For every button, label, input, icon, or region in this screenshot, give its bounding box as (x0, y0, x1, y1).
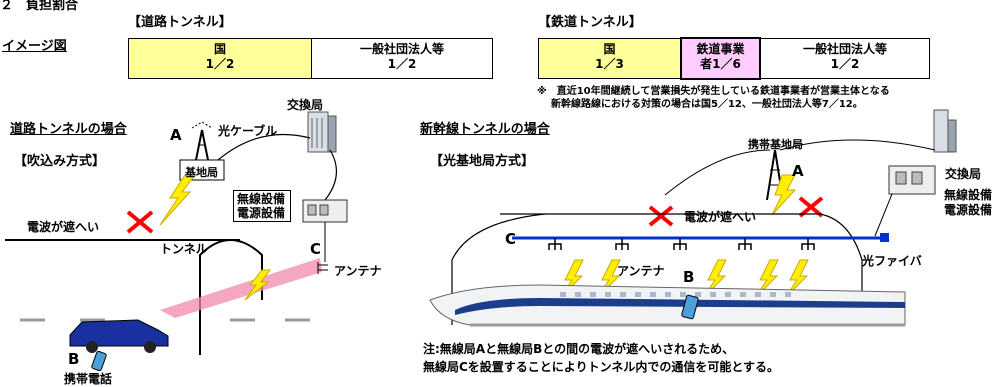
right-diagram-method: 【光基地局方式】 (430, 154, 535, 169)
right-tunnel-lightnings (559, 259, 809, 299)
left-lightning-icon (159, 174, 197, 226)
road-table-title: 【道路トンネル】 (128, 15, 232, 30)
left-diagram-title: 道路トンネルの場合 (10, 122, 127, 137)
rail-table-title: 【鉄道トンネル】 (538, 15, 642, 30)
left-radio-beam (160, 258, 322, 318)
road-share-national-label: 国 (213, 42, 226, 56)
rail-share-operator: 鉄道事業 者1／6 (680, 37, 761, 80)
left-label-B: B (68, 350, 80, 368)
road-share-association: 一般社団法人等 1／2 (311, 38, 493, 79)
rail-note-line2: 新幹線路線における対策の場合は国5／12、一般社団法人等7／12。 (551, 99, 863, 110)
right-exchange-building-icon (933, 109, 957, 153)
right-power-equipment-label: 電源設備 (944, 203, 993, 217)
left-equipment-label: 無線設備 電源設備 (233, 190, 291, 222)
left-lightning-2-icon (244, 269, 271, 301)
left-tunnel-label: トンネル (160, 242, 208, 256)
right-diagram-title: 新幹線トンネルの場合 (420, 122, 550, 137)
rail-share-association-value: 1／2 (830, 57, 860, 71)
right-shinkansen-train-icon (429, 284, 906, 327)
road-share-association-label: 一般社団法人等 (359, 42, 444, 56)
rail-share-national-label: 国 (603, 42, 616, 56)
right-note-line2: 無線局Cを設置することによりトンネル内での通信を可能とする。 (423, 360, 779, 374)
right-phone-icon (681, 294, 699, 320)
left-blocked-label: 電波が遮へい (27, 220, 100, 234)
left-car-icon (69, 319, 169, 353)
right-note-line1: 注:無線局Aと無線局Bとの間の電波が遮へいされるため、 (423, 342, 735, 356)
right-tunnel-arch-right (500, 213, 863, 320)
right-cable-left (664, 149, 771, 196)
rail-share-national-value: 1／3 (595, 57, 624, 71)
right-label-B: B (683, 268, 695, 286)
left-diagram-method: 【吹込み方式】 (14, 154, 106, 169)
section-header: ２ 負担割合 (0, 0, 79, 13)
left-blocked-cross-icon (126, 210, 154, 234)
left-cable-to-equipment (324, 149, 337, 201)
right-antennas (548, 238, 815, 250)
left-phone-label: 携帯電話 (64, 372, 113, 386)
right-blocked-label: 電波が遮へい (684, 210, 757, 224)
left-label-A: A (170, 126, 182, 144)
left-optical-cable (217, 133, 311, 161)
rail-share-national: 国 1／3 (538, 38, 681, 79)
road-share-national-value: 1／2 (205, 57, 235, 71)
right-label-C: C (505, 230, 517, 248)
right-equipment-box-icon (888, 165, 936, 195)
right-fiber-node (880, 233, 889, 242)
road-share-association-value: 1／2 (387, 57, 417, 71)
left-exchange-building-icon (307, 111, 337, 153)
right-radio-equipment-label: 無線設備 (944, 188, 993, 202)
right-fiber-to-equipment (874, 193, 893, 237)
road-share-national: 国 1／2 (128, 38, 312, 79)
left-cable-label: 光ケーブル (218, 124, 278, 138)
rail-share-association-label: 一般社団法人等 (802, 42, 887, 56)
left-label-C: C (310, 240, 322, 258)
left-base-station-label: 基地局 (185, 166, 218, 179)
left-antenna-icon (317, 262, 328, 274)
right-tunnel-arch-left (451, 213, 546, 325)
right-cable-to-exchange (779, 139, 936, 151)
left-base-station-tower-icon (191, 121, 213, 161)
left-radio-equipment-label: 無線設備 (237, 192, 286, 206)
right-equipment-label: 無線設備 電源設備 (944, 188, 992, 218)
left-power-equipment-label: 電源設備 (237, 206, 286, 220)
left-antenna-label: アンテナ (334, 264, 382, 278)
right-antenna-label: アンテナ (617, 264, 665, 278)
rail-share-operator-label: 鉄道事業 (696, 42, 745, 56)
right-blocked-cross-1-icon (648, 205, 674, 227)
image-label: イメージ図 (2, 39, 67, 54)
left-equipment-box-icon (302, 199, 348, 223)
right-lightning-tower-icon (771, 174, 797, 216)
left-exchange-label: 交換局 (287, 98, 324, 112)
rail-share-operator-value: 者1／6 (700, 57, 741, 71)
right-exchange-label: 交換局 (945, 167, 982, 181)
left-phone-icon (91, 350, 107, 372)
rail-share-association: 一般社団法人等 1／2 (760, 38, 930, 79)
right-label-A: A (792, 162, 804, 180)
right-fiber-label: 光ファイバ (862, 254, 922, 268)
right-mobile-base-label: 携帯基地局 (748, 138, 803, 151)
rail-note-line1: ※ 直近10年間継続して営業損失が発生している鉄道事業者が営業主体となる (537, 86, 890, 97)
right-blocked-cross-2-icon (798, 196, 824, 218)
left-tunnel-arch (199, 239, 263, 355)
